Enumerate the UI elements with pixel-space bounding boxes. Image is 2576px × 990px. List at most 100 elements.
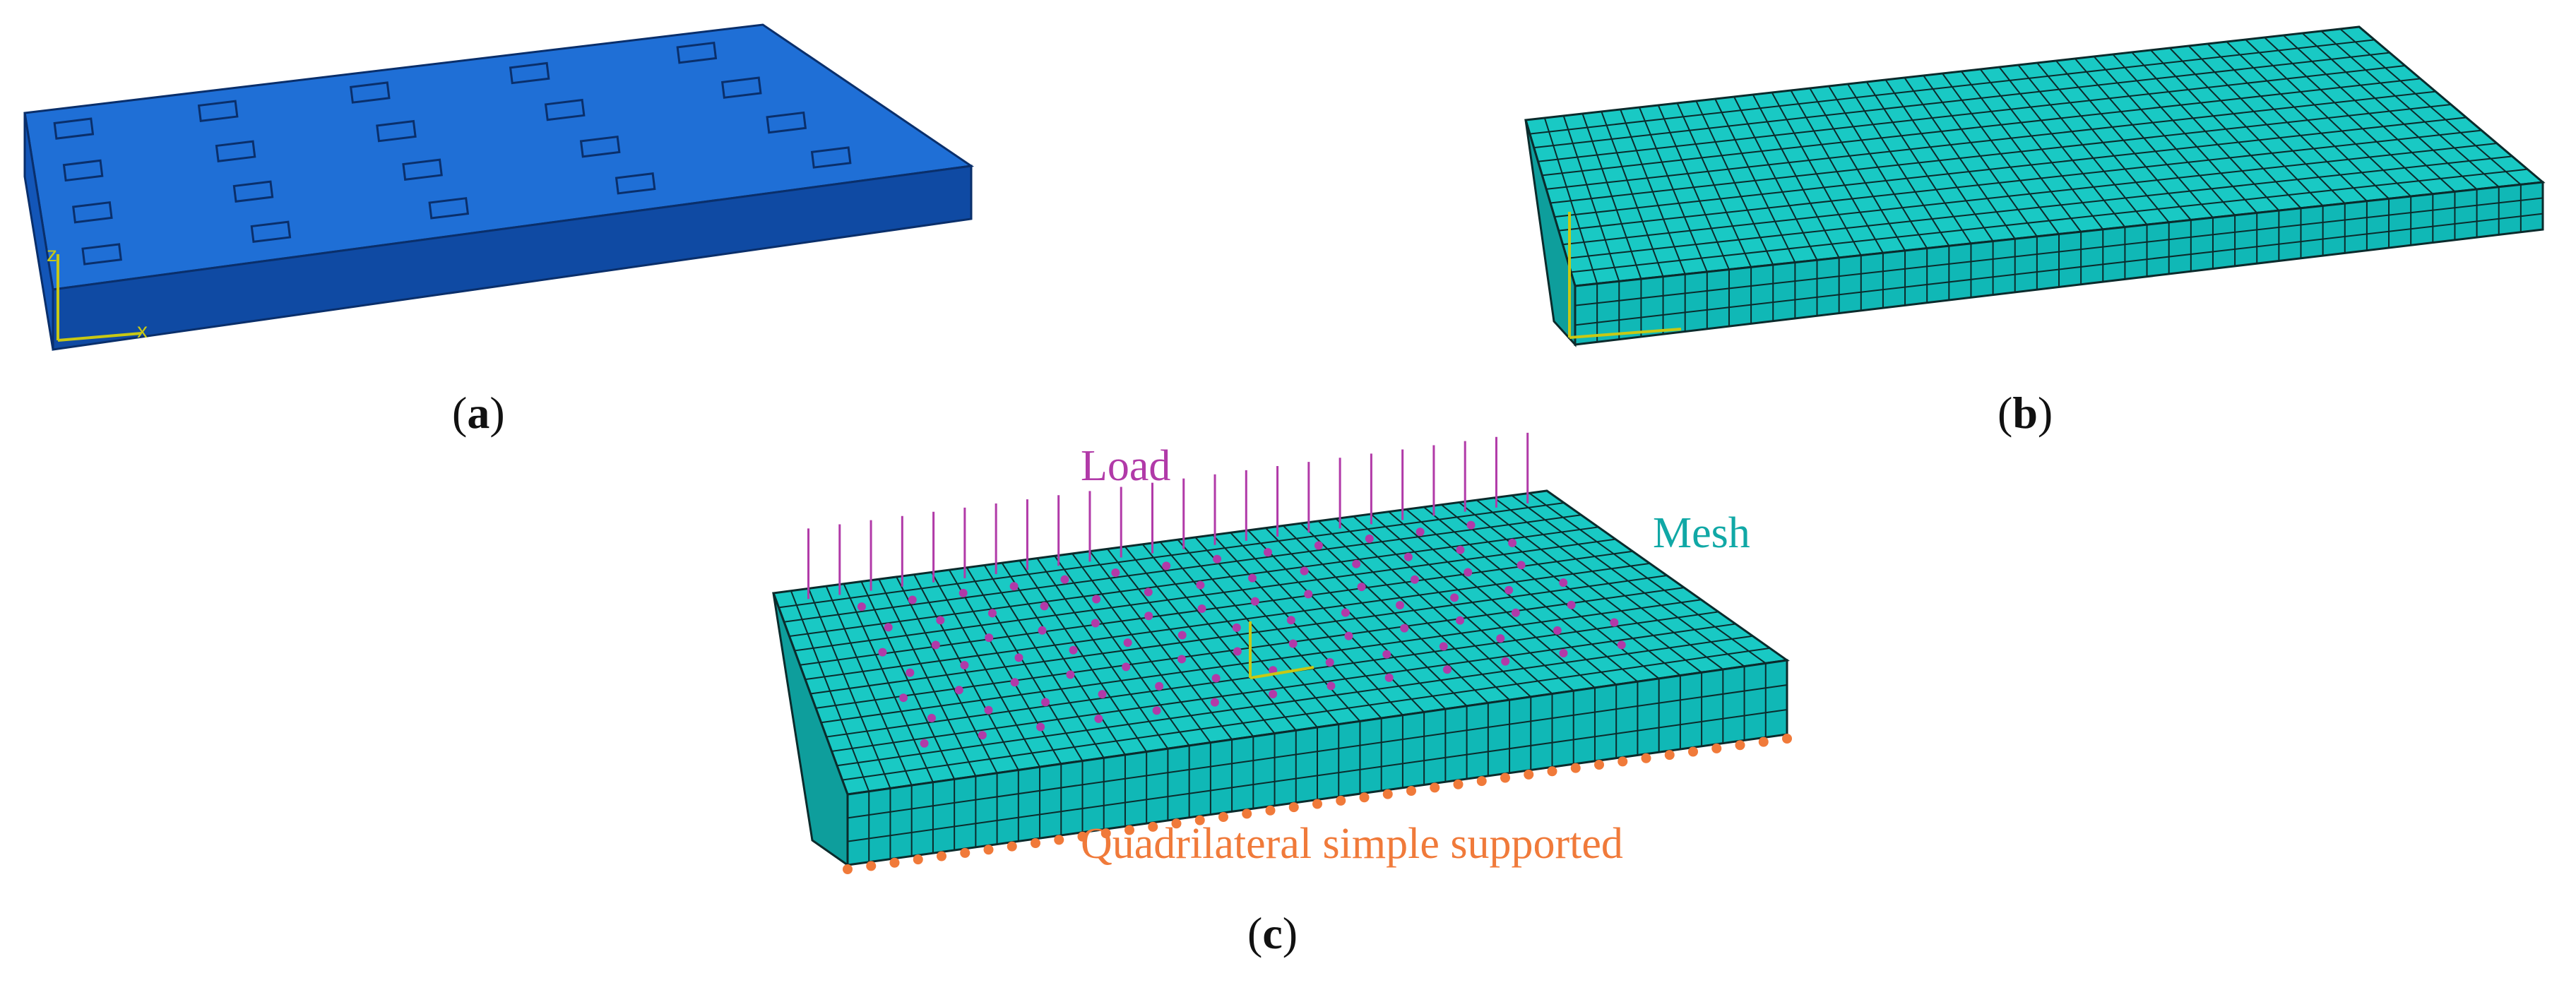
load-point-27 <box>931 640 940 650</box>
load-point-20 <box>1248 573 1257 583</box>
load-point-51 <box>1559 578 1568 588</box>
support-marker-15 <box>1194 815 1205 825</box>
load-point-3 <box>1009 582 1019 591</box>
opening-3-3 <box>615 172 656 195</box>
support-marker-10 <box>1077 831 1088 842</box>
load-points <box>857 520 1626 748</box>
load-point-42 <box>1069 645 1078 655</box>
opening-3-0 <box>509 61 550 85</box>
load-point-23 <box>1403 552 1413 561</box>
support-marker-8 <box>1031 838 1040 848</box>
load-point-21 <box>1300 566 1309 575</box>
load-point-1 <box>908 595 917 604</box>
load-point-68 <box>1098 690 1107 699</box>
mesh-b-top-v-11 <box>1571 168 2528 273</box>
opening-2-2 <box>402 158 443 181</box>
mesh-c-top-v-13 <box>842 647 1770 781</box>
support-marker-22 <box>1359 792 1370 803</box>
mesh-c-top-v-1 <box>778 502 1565 609</box>
load-point-10 <box>1365 534 1374 543</box>
support-marker-19 <box>1288 802 1299 813</box>
axis-label-a-x: x <box>137 319 148 342</box>
support-marker-9 <box>1054 835 1064 845</box>
load-point-56 <box>1122 662 1131 672</box>
load-point-16 <box>1040 602 1049 611</box>
load-point-63 <box>1511 608 1520 617</box>
caption-c-letter: c <box>1262 908 1283 958</box>
load-point-37 <box>1464 568 1473 577</box>
opening-0-3 <box>81 243 122 266</box>
support-marker-25 <box>1430 782 1440 793</box>
caption-b-letter: b <box>2012 388 2038 438</box>
load-point-72 <box>1325 657 1334 667</box>
opening-4-3 <box>810 146 852 169</box>
support-marker-3 <box>913 854 923 865</box>
load-point-77 <box>1610 618 1619 627</box>
support-marker-0 <box>843 864 853 874</box>
load-point-89 <box>1559 648 1568 657</box>
mesh-b-top-v-6 <box>1550 104 2452 204</box>
mesh-c-top-v-7 <box>810 575 1668 695</box>
support-marker-34 <box>1641 753 1651 763</box>
load-point-86 <box>1384 673 1394 682</box>
load-point-78 <box>920 739 929 748</box>
load-point-38 <box>1516 561 1526 570</box>
load-point-82 <box>1152 706 1161 715</box>
load-point-18 <box>1144 588 1153 597</box>
support-annotation: Quadrilateral simple supported <box>1081 820 1623 868</box>
support-marker-12 <box>1124 825 1134 835</box>
mesh-b-top-v-4 <box>1542 78 2421 177</box>
support-marker-18 <box>1265 805 1276 816</box>
opening-2-3 <box>428 197 470 220</box>
load-point-62 <box>1456 616 1465 625</box>
support-marker-31 <box>1570 763 1581 773</box>
caption-b: (b) <box>1998 388 2053 438</box>
load-point-45 <box>1232 623 1241 632</box>
load-point-53 <box>954 686 963 695</box>
load-point-17 <box>1092 595 1101 604</box>
support-marker-40 <box>1782 734 1792 744</box>
load-point-80 <box>1036 722 1045 732</box>
caption-c: (c) <box>1247 908 1298 958</box>
load-point-25 <box>1508 538 1517 547</box>
opening-4-0 <box>676 41 718 64</box>
load-point-76 <box>1553 626 1562 635</box>
load-point-6 <box>1162 561 1171 571</box>
load-point-7 <box>1213 554 1222 563</box>
load-point-35 <box>1357 583 1366 592</box>
load-point-28 <box>985 633 994 643</box>
mesh-b-front-v-2 <box>1574 213 2544 326</box>
load-point-12 <box>1466 520 1476 530</box>
load-point-83 <box>1210 698 1219 707</box>
load-point-40 <box>960 660 969 669</box>
load-point-41 <box>1014 653 1023 662</box>
load-point-19 <box>1196 580 1205 590</box>
support-marker-26 <box>1453 779 1464 789</box>
mesh-c-top-v-3 <box>789 526 1598 638</box>
load-point-31 <box>1144 612 1153 621</box>
load-point-75 <box>1496 634 1505 643</box>
load-point-67 <box>1041 698 1050 707</box>
load-point-11 <box>1415 527 1425 537</box>
axis-label-a-z: z <box>47 243 57 266</box>
load-point-57 <box>1177 655 1187 664</box>
load-point-36 <box>1410 575 1419 584</box>
load-point-90 <box>1617 640 1626 650</box>
opening-1-3 <box>250 220 292 244</box>
support-marker-23 <box>1382 789 1393 799</box>
load-point-52 <box>899 693 908 703</box>
axis-triad-a <box>57 254 142 342</box>
support-marker-17 <box>1242 809 1252 819</box>
mesh-annotation: Mesh <box>1653 509 1750 557</box>
mesh-b-top-v-2 <box>1533 52 2390 149</box>
support-marker-20 <box>1312 799 1322 809</box>
opening-3-2 <box>579 135 621 158</box>
load-arrows <box>807 432 1529 600</box>
support-marker-13 <box>1148 821 1158 832</box>
load-point-81 <box>1094 714 1103 723</box>
load-point-32 <box>1197 604 1206 613</box>
mesh-b-top-v-9 <box>1562 143 2498 246</box>
support-markers <box>843 734 1792 874</box>
